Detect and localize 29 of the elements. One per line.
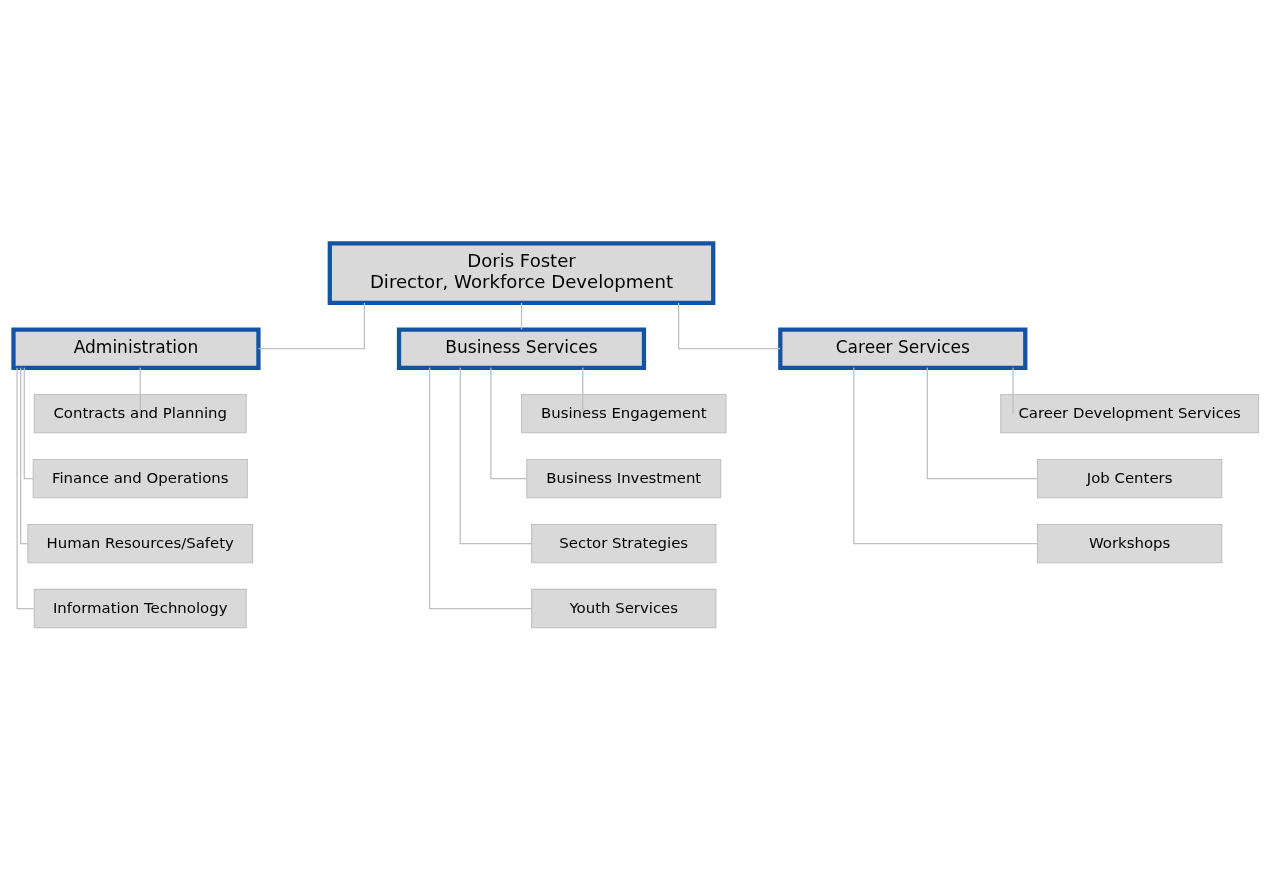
connector — [1012, 367, 1014, 415]
connector — [677, 302, 781, 350]
connector — [257, 302, 366, 350]
connector — [926, 367, 1038, 480]
connector — [16, 367, 35, 610]
connector — [490, 367, 528, 480]
node-box: Workshops — [1037, 523, 1223, 564]
node-box: Information Technology — [33, 588, 247, 629]
node-box: Doris Foster Director, Workforce Development — [327, 241, 716, 306]
node-box: Business Services — [396, 327, 647, 370]
node-box: Job Centers — [1037, 458, 1223, 499]
node-box: Finance and Operations — [32, 458, 248, 499]
node-box: Business Engagement — [520, 393, 727, 434]
connector — [853, 367, 1038, 545]
node-box: Business Investment — [526, 458, 722, 499]
connector — [582, 367, 584, 415]
node-box: Human Resources/Safety — [27, 523, 254, 564]
connector — [23, 367, 34, 480]
connector — [520, 302, 523, 331]
node-box: Career Development Services — [1000, 393, 1260, 434]
node-box: Contracts and Planning — [33, 393, 247, 434]
connector — [429, 367, 532, 610]
node-box: Sector Strategies — [531, 523, 717, 564]
connector — [459, 367, 532, 545]
node-box: Administration — [11, 327, 261, 370]
connector — [139, 367, 141, 415]
node-box: Youth Services — [531, 588, 717, 629]
connector — [20, 367, 28, 545]
node-box: Career Services — [778, 327, 1028, 370]
